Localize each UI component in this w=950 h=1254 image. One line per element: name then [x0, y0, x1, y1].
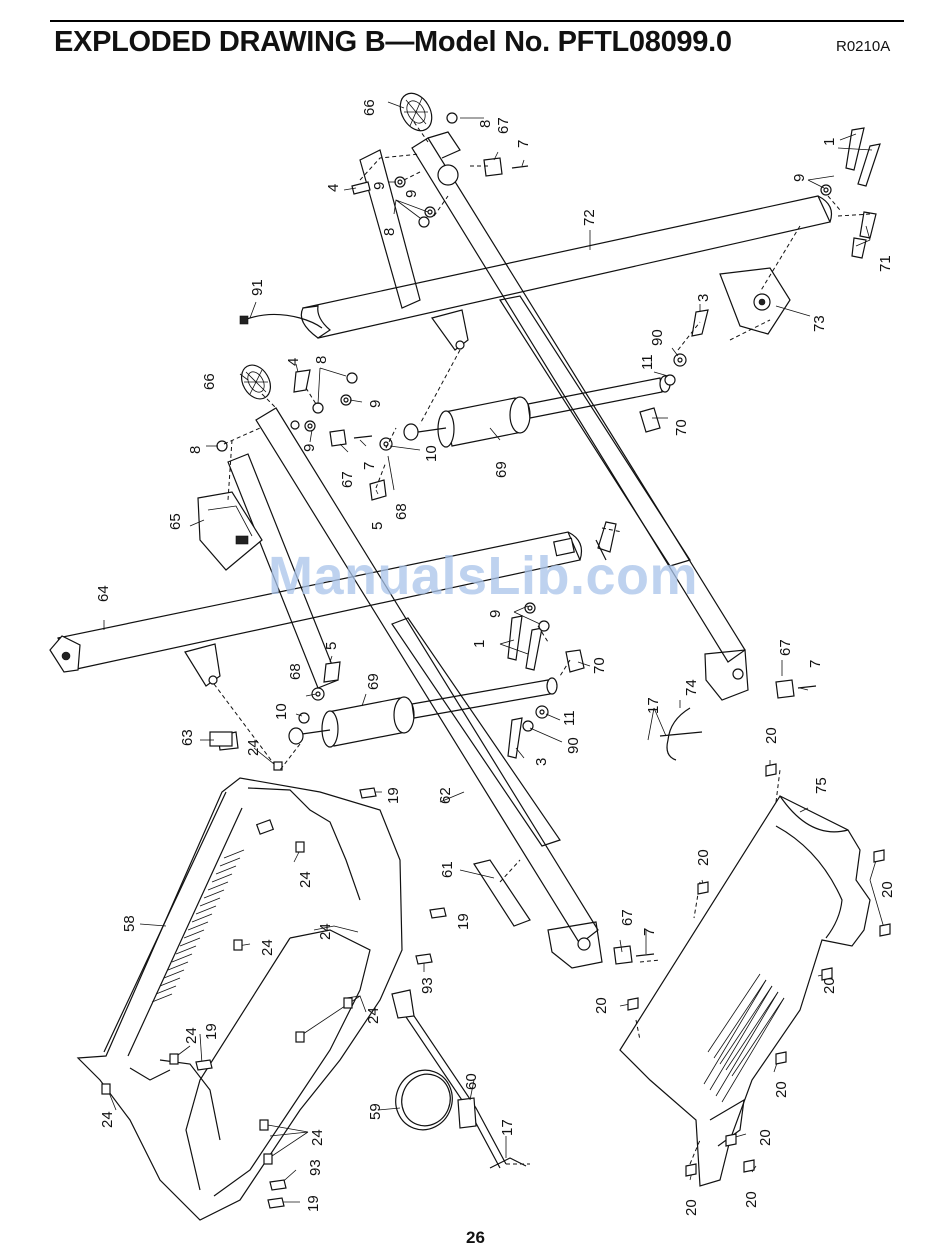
callout-72: 72	[581, 209, 598, 226]
callout-67: 67	[495, 117, 512, 134]
callout-63: 63	[179, 729, 196, 746]
callout-70: 70	[591, 657, 608, 674]
callout-93: 93	[419, 977, 436, 994]
callout-66: 66	[361, 99, 378, 116]
callout-20: 20	[695, 849, 712, 866]
callout-9: 9	[371, 182, 388, 190]
callout-1: 1	[471, 640, 488, 648]
callout-59: 59	[367, 1103, 384, 1120]
callout-9: 9	[367, 400, 384, 408]
callout-67: 67	[777, 639, 794, 656]
callout-24: 24	[183, 1027, 200, 1044]
callout-68: 68	[393, 503, 410, 520]
endcap-65	[198, 492, 262, 570]
callout-7: 7	[641, 928, 658, 936]
wheel-upper	[394, 88, 438, 137]
callout-20: 20	[743, 1191, 760, 1208]
power-cord-coil-59	[387, 1062, 460, 1138]
callout-91: 91	[249, 279, 266, 296]
callout-90: 90	[649, 329, 666, 346]
callout-7: 7	[807, 660, 824, 668]
lift-cylinder-upper	[404, 376, 670, 447]
callout-24: 24	[309, 1129, 326, 1146]
callout-68: 68	[287, 663, 304, 680]
callout-62: 62	[437, 787, 454, 804]
callout-20: 20	[683, 1199, 700, 1216]
callout-9: 9	[301, 444, 318, 452]
callout-19: 19	[385, 787, 402, 804]
callout-10: 10	[273, 703, 290, 720]
callout-74: 74	[683, 679, 700, 696]
callout-7: 7	[515, 140, 532, 148]
callout-20: 20	[757, 1129, 774, 1146]
page-number: 26	[466, 1228, 485, 1248]
callout-5: 5	[323, 642, 340, 650]
callout-58: 58	[121, 915, 138, 932]
callout-71: 71	[877, 255, 894, 272]
callout-19: 19	[455, 913, 472, 930]
wheel-lower	[236, 360, 277, 404]
wire-harness-74	[660, 708, 702, 760]
callout-3: 3	[533, 758, 550, 766]
callout-69: 69	[365, 673, 382, 690]
callout-20: 20	[593, 997, 610, 1014]
callout-24: 24	[99, 1111, 116, 1128]
callout-93: 93	[307, 1159, 324, 1176]
callout-17: 17	[499, 1119, 516, 1136]
callout-67: 67	[339, 471, 356, 488]
callout-69: 69	[493, 461, 510, 478]
callout-20: 20	[773, 1081, 790, 1098]
callout-90: 90	[565, 737, 582, 754]
callout-9: 9	[487, 610, 504, 618]
callout-64: 64	[95, 585, 112, 602]
watermark: ManualsLib.com	[268, 545, 698, 607]
callout-10: 10	[423, 445, 440, 462]
receptacle-63	[210, 732, 232, 746]
callout-19: 19	[305, 1195, 322, 1212]
callout-1: 1	[821, 138, 838, 146]
warning-decal-61	[474, 860, 530, 926]
endcap-73	[720, 268, 790, 334]
callout-3: 3	[695, 294, 712, 302]
motor-hood-58	[78, 778, 402, 1220]
callout-67: 67	[619, 909, 636, 926]
callout-8: 8	[313, 356, 330, 364]
callout-60: 60	[463, 1073, 480, 1090]
callout-9: 9	[403, 190, 420, 198]
callout-65: 65	[167, 513, 184, 530]
callout-7: 7	[361, 462, 378, 470]
callout-9: 9	[791, 174, 808, 182]
callout-19: 19	[203, 1023, 220, 1040]
callout-17: 17	[645, 697, 662, 714]
callout-24: 24	[259, 939, 276, 956]
callout-73: 73	[811, 315, 828, 332]
callout-5: 5	[369, 522, 386, 530]
callout-4: 4	[325, 184, 342, 192]
callout-75: 75	[813, 777, 830, 794]
bolt-set-middle	[508, 310, 708, 758]
callout-24: 24	[297, 871, 314, 888]
callout-8: 8	[381, 228, 398, 236]
callout-20: 20	[763, 727, 780, 744]
callout-11: 11	[561, 710, 578, 726]
callout-70: 70	[673, 419, 690, 436]
callout-61: 61	[439, 861, 456, 878]
callout-24: 24	[245, 739, 262, 756]
callout-24: 24	[317, 923, 334, 940]
callout-8: 8	[187, 446, 204, 454]
callout-20: 20	[879, 881, 896, 898]
callout-8: 8	[477, 120, 494, 128]
callout-66: 66	[201, 373, 218, 390]
callout-4: 4	[285, 358, 302, 366]
callout-11: 11	[639, 354, 656, 370]
callout-24: 24	[365, 1007, 382, 1024]
